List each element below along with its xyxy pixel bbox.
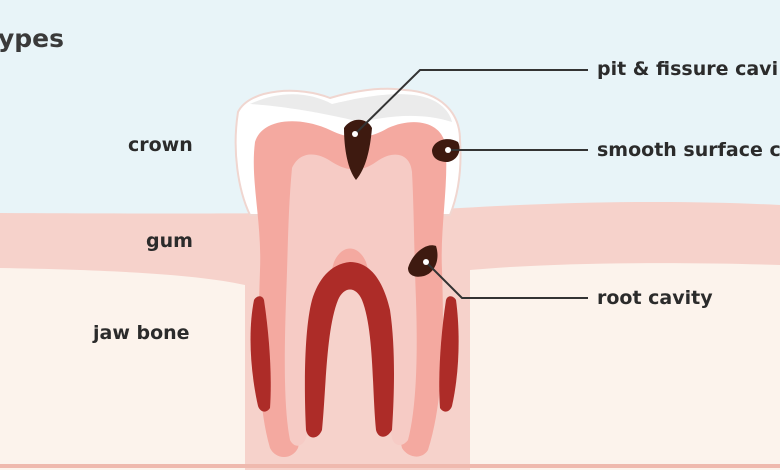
smooth-surface-dot <box>445 147 451 153</box>
root-canal-left <box>250 296 271 412</box>
crown-label: crown <box>128 134 193 156</box>
pit-fissure-decay <box>344 119 372 180</box>
root-cavity-label: root cavity <box>597 287 713 309</box>
diagram-title: types <box>0 24 64 53</box>
jaw-bone-region <box>0 263 780 470</box>
gum-label: gum <box>146 230 193 252</box>
root-canal-inner <box>304 262 394 438</box>
jaw-bone-label: jaw bone <box>93 322 190 344</box>
root-cavity-leader <box>425 261 588 299</box>
root-cavity-dot <box>423 259 429 265</box>
pit-fissure-dot <box>352 131 358 137</box>
smooth-surface-label: smooth surface c <box>597 139 780 161</box>
enamel-top-shade <box>250 94 452 122</box>
pit-fissure-label: pit & fissure cavi <box>597 58 779 80</box>
pit-fissure-leader <box>354 69 588 135</box>
root-canal-right <box>439 296 459 412</box>
pulp <box>284 154 417 446</box>
root-decay <box>408 245 438 277</box>
